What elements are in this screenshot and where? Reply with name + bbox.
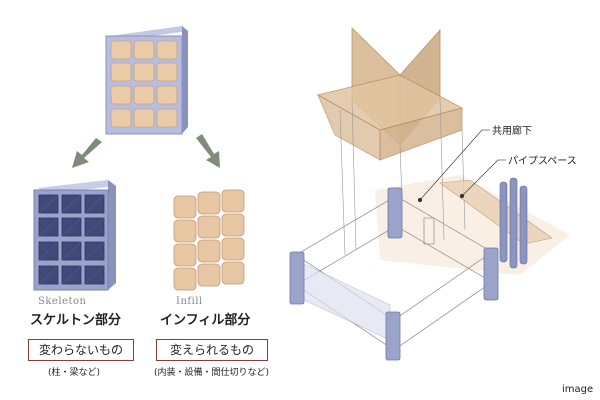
exploded-unit (289, 27, 570, 361)
skeleton-frame (33, 180, 116, 291)
combined-building (105, 26, 188, 135)
infill-jp-label: インフィル部分 (160, 313, 251, 328)
pipe-space-callout: パイプスペース (508, 156, 577, 167)
skeleton-note: (柱・梁など) (48, 368, 101, 378)
skeleton-en-label: Skeleton (38, 296, 87, 307)
infill-blocks (173, 189, 245, 291)
infill-en-label: Infill (176, 296, 203, 307)
image-corner-label: image (562, 384, 594, 395)
infill-note: (内装・設備・間仕切りなど) (154, 368, 270, 378)
split-arrows (72, 134, 220, 168)
skeleton-jp-label: スケルトン部分 (30, 313, 122, 328)
corridor-callout: 共用廊下 (492, 126, 532, 137)
skeleton-unchanging-box: 変わらないもの (28, 339, 134, 361)
infill-changeable-box: 変えられるもの (156, 339, 268, 361)
